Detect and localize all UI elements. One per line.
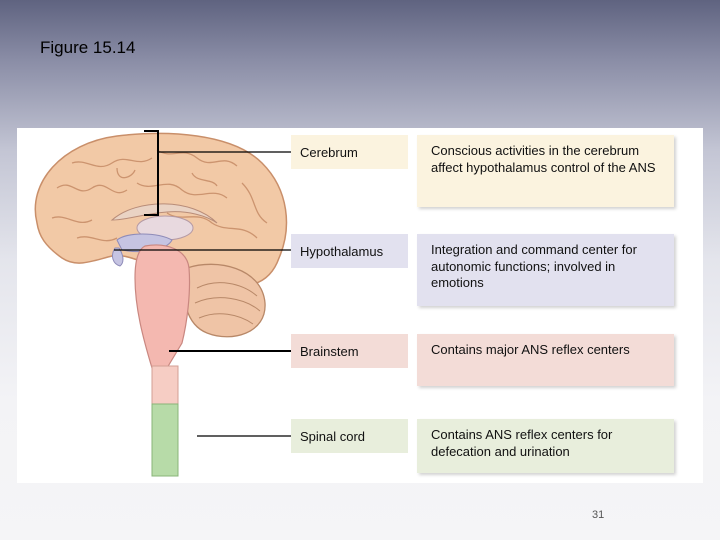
figure-title: Figure 15.14 [40, 38, 136, 57]
label-brainstem: Brainstem [291, 334, 408, 368]
label-cerebrum: Cerebrum [291, 135, 408, 169]
label-spinal-cord: Spinal cord [291, 419, 408, 453]
pituitary-shape [112, 247, 124, 267]
cerebellum-folia [194, 282, 261, 325]
spinal-cord-lower [151, 403, 179, 477]
corpus-callosum [110, 203, 218, 224]
label-hypothalamus: Hypothalamus [291, 234, 408, 268]
desc-hypothalamus: Integration and command center for auton… [417, 234, 674, 306]
spinal-cord-upper [151, 365, 179, 407]
desc-brainstem: Contains major ANS reflex centers [417, 334, 674, 386]
brain-illustration [34, 130, 308, 477]
desc-spinal-cord: Contains ANS reflex centers for defecati… [417, 419, 674, 473]
desc-cerebrum: Conscious activities in the cerebrum aff… [417, 135, 674, 207]
cerebrum-bracket [144, 130, 159, 216]
brainstem-shape [134, 244, 191, 369]
page-number: 31 [592, 509, 605, 521]
gyri-pattern [51, 149, 268, 242]
